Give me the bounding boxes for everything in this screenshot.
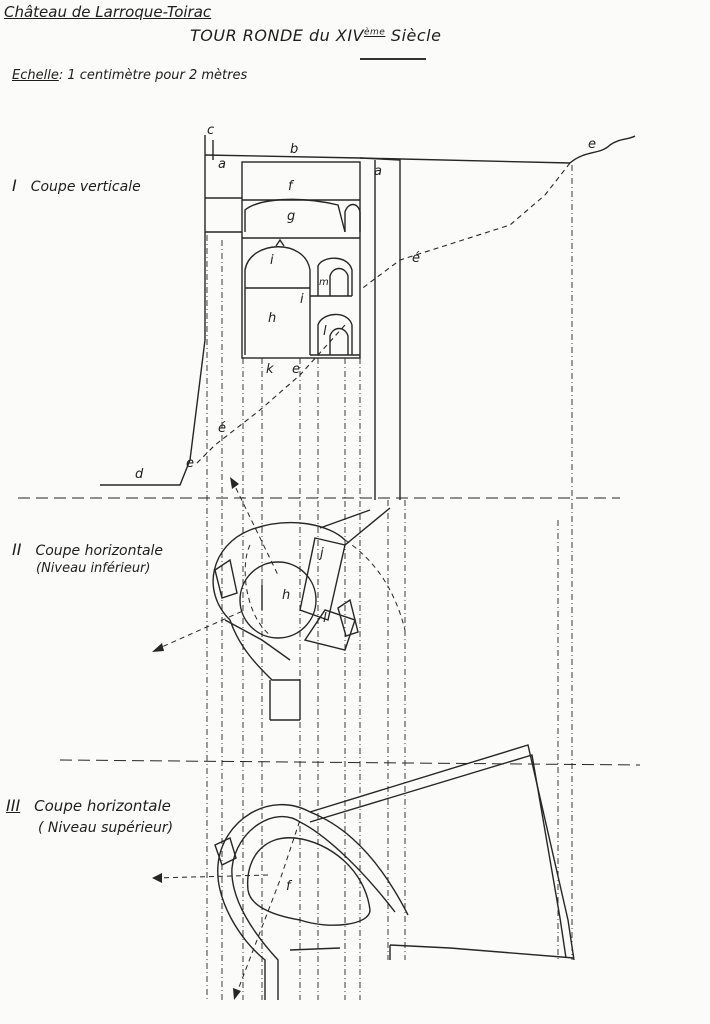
- main-title-end: Siècle: [390, 26, 442, 45]
- upper-plan-dashed: [154, 819, 301, 996]
- label-l-plan: l: [323, 611, 327, 626]
- label-i-right: i: [300, 292, 304, 307]
- label-e-prime-right: é: [412, 251, 420, 266]
- main-title-text: TOUR RONDE du XIV: [190, 26, 364, 45]
- section-3-roman: III: [6, 796, 21, 815]
- site-title: Château de Larroque-Toirac: [4, 3, 212, 21]
- label-d: d: [135, 467, 144, 482]
- scale-note: Echelle: 1 centimètre pour 2 mètres: [12, 68, 247, 83]
- label-e-mid: e: [292, 362, 300, 377]
- label-e-top: e: [588, 137, 596, 152]
- label-b: b: [290, 142, 298, 157]
- section-separators: [18, 497, 641, 766]
- label-k: k: [266, 362, 274, 377]
- label-c: c: [207, 123, 214, 138]
- label-f: f: [288, 179, 295, 194]
- section-1-label: I Coupe verticale: [12, 176, 141, 195]
- section-3-sublabel: ( Niveau supérieur): [38, 820, 174, 836]
- vertical-reference-lines: [206, 165, 573, 1000]
- title-underline: [360, 58, 426, 60]
- section-2-roman: II: [12, 540, 22, 559]
- label-g: g: [287, 209, 295, 224]
- section-2-sublabel: (Niveau inférieur): [36, 561, 151, 576]
- main-title: TOUR RONDE du XIVème Siècle: [190, 26, 441, 45]
- section-3-text: Coupe horizontale: [34, 797, 171, 815]
- main-title-superscript: ème: [363, 27, 386, 38]
- lower-plan-dashed: [154, 479, 406, 651]
- label-l: l: [323, 324, 327, 339]
- label-e-bottom: e: [186, 456, 194, 471]
- vertical-section: [100, 135, 636, 500]
- label-i-top: i: [270, 253, 274, 268]
- section-3-label: III Coupe horizontale: [6, 796, 171, 815]
- label-h: h: [268, 311, 276, 326]
- label-h-plan: h: [282, 588, 290, 603]
- label-f-plan: f: [286, 879, 293, 894]
- section-1-roman: I: [12, 176, 17, 195]
- section-2-text: Coupe horizontale: [35, 543, 164, 559]
- label-e-prime-left: é: [218, 421, 226, 436]
- lower-level-plan: [212, 507, 391, 721]
- arrowheads: [152, 477, 241, 1000]
- label-a-right: a: [374, 164, 382, 179]
- section-2-label: II Coupe horizontale: [12, 540, 163, 559]
- label-a-left: a: [218, 157, 226, 172]
- section-1-text: Coupe verticale: [30, 179, 141, 195]
- upper-level-plan: [214, 744, 575, 1000]
- label-m: m: [319, 277, 329, 288]
- dashed-projections-1: [194, 162, 571, 466]
- scale-value: : 1 centimètre pour 2 mètres: [58, 68, 248, 83]
- label-j: j: [318, 546, 324, 561]
- scale-label: Echelle: [12, 68, 59, 83]
